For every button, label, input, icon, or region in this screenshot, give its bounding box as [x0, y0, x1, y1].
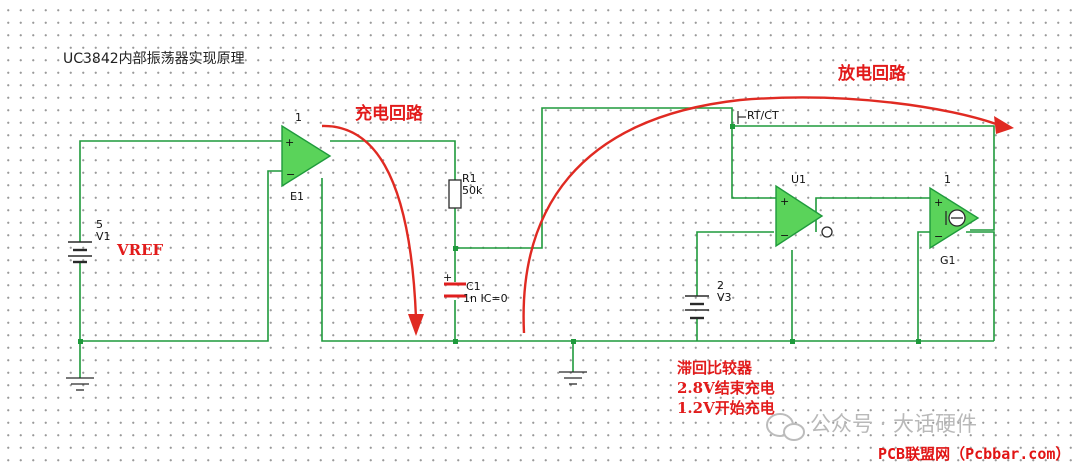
- r1-value: 50k: [462, 184, 483, 197]
- e1-name: E1: [290, 190, 304, 203]
- watermark-wechat: 公众号 · 大话硬件: [810, 412, 977, 436]
- capacitor-c1: +: [443, 271, 466, 298]
- circuit-wires: [79, 107, 995, 378]
- battery-v3: [685, 295, 709, 320]
- e1-pin-label: 1: [295, 111, 302, 124]
- watermark-site: PCB联盟网（Pcbbar.com）: [878, 445, 1070, 463]
- switch-g1: + −: [929, 186, 980, 250]
- resistor-r1: [448, 179, 462, 209]
- hysteresis-start-charge: 1.2V开始充电: [677, 399, 775, 417]
- v3-name: V3: [717, 291, 732, 304]
- u1-name: U1: [791, 173, 806, 186]
- c1-name: C1: [466, 280, 481, 293]
- charge-arrow: [321, 124, 424, 336]
- svg-text:+: +: [780, 195, 789, 208]
- comparator-u1: + −: [775, 184, 833, 248]
- g1-name: G1: [940, 254, 956, 267]
- hysteresis-stop-charge: 2.8V结束充电: [677, 379, 775, 397]
- rtct-net-marker: [737, 111, 746, 124]
- ground-symbol-center: [559, 371, 587, 385]
- battery-v1: [68, 241, 92, 264]
- v1-value: 5: [96, 218, 103, 231]
- svg-text:+: +: [443, 271, 452, 284]
- rtct-label: RT/CT: [747, 109, 779, 122]
- amplifier-e1: + −: [281, 124, 332, 188]
- junction-nodes: [78, 124, 921, 344]
- discharge-path-label: 放电回路: [837, 63, 907, 84]
- v3-value: 2: [717, 279, 724, 292]
- discharge-arrow: [522, 96, 1014, 334]
- diagram-title: UC3842内部振荡器实现原理: [63, 51, 245, 67]
- ground-symbol-left: [66, 377, 94, 391]
- svg-text:+: +: [934, 196, 943, 209]
- v1-name: V1: [96, 230, 111, 243]
- g1-pin-label: 1: [944, 173, 951, 186]
- svg-text:+: +: [285, 136, 294, 149]
- wechat-logo-icon: [766, 413, 805, 441]
- svg-text:−: −: [780, 229, 789, 242]
- svg-text:−: −: [286, 168, 295, 181]
- hysteresis-title: 滞回比较器: [677, 359, 753, 377]
- r1-name: R1: [462, 172, 477, 185]
- svg-text:−: −: [934, 230, 943, 243]
- vref-label: VREF: [116, 241, 164, 259]
- c1-value: 1n IC=0: [463, 292, 508, 305]
- charge-path-label: 充电回路: [355, 103, 424, 124]
